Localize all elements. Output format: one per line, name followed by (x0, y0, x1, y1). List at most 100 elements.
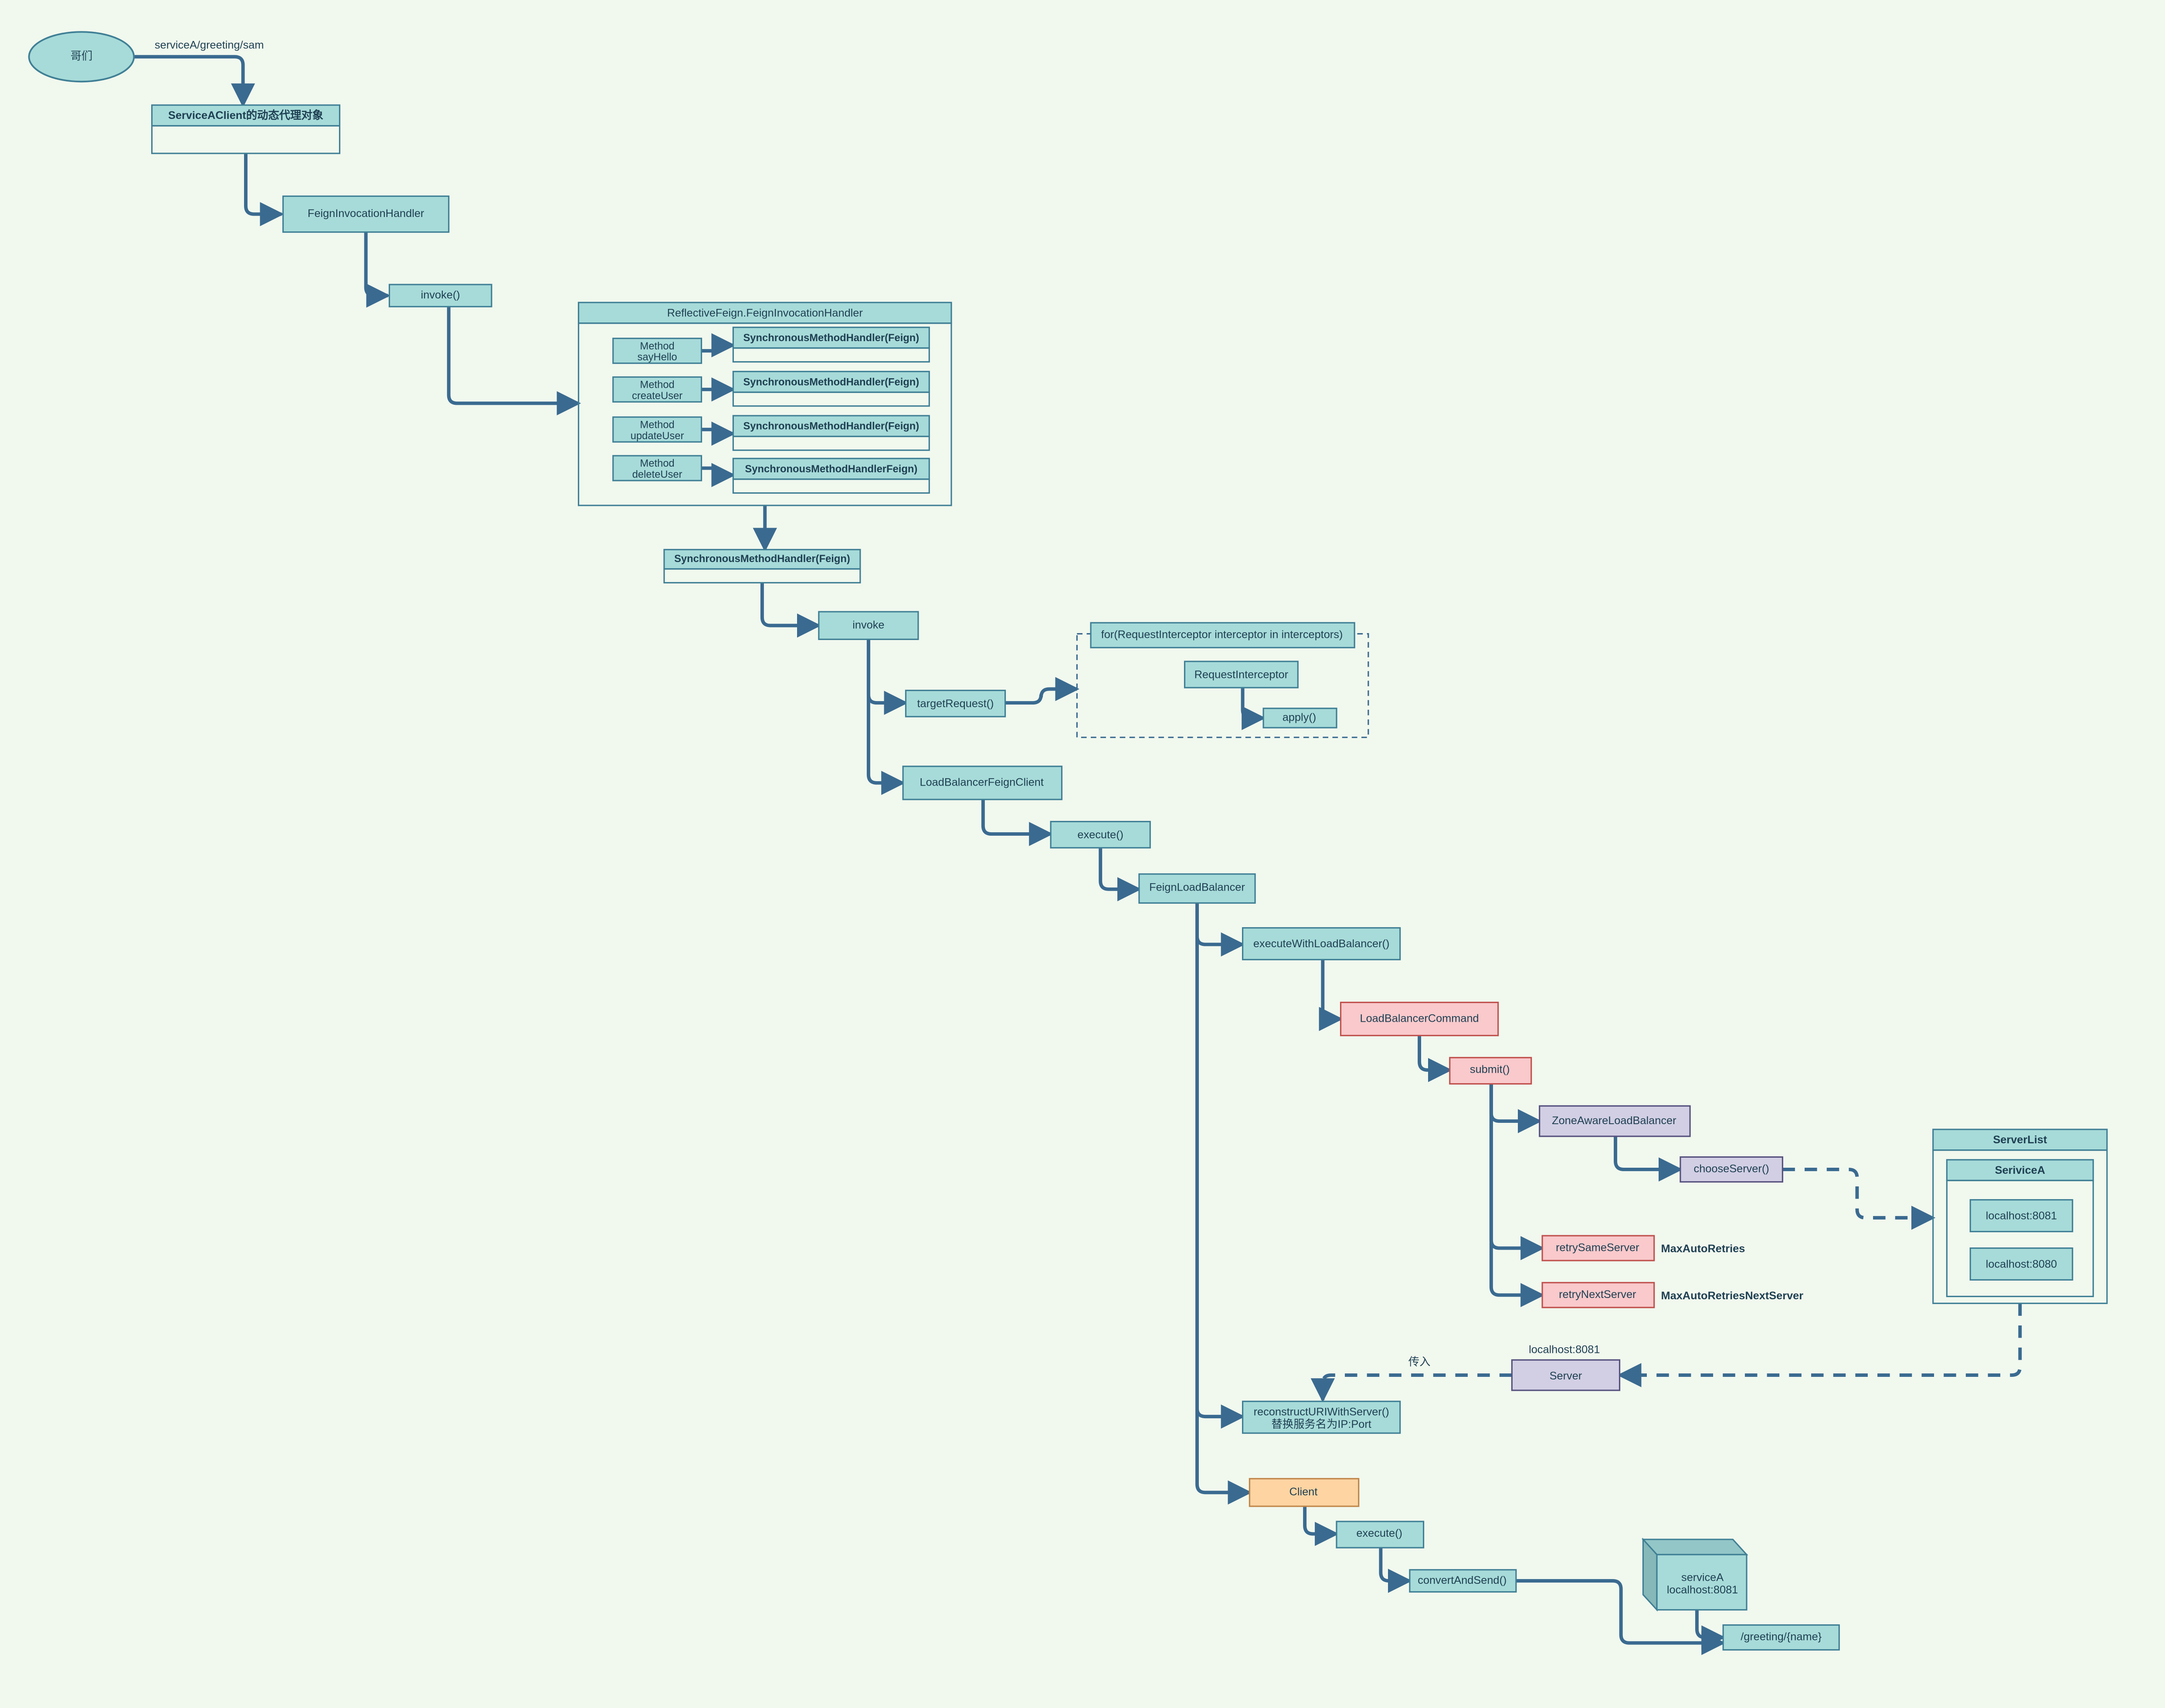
execute-label-1: execute() (1077, 829, 1123, 841)
actor-node[interactable]: 哥们 (28, 31, 135, 83)
service-node-top (1641, 1539, 1748, 1556)
method-box (612, 338, 702, 364)
endpoint-label: /greeting/{name} (1741, 1631, 1822, 1643)
interceptor-loop-header (1090, 622, 1355, 648)
zone-aware-lb-label: ZoneAwareLoadBalancer (1552, 1115, 1676, 1127)
retry-same-server-node[interactable]: retrySameServer (1541, 1235, 1655, 1261)
zone-aware-lb-node[interactable]: ZoneAwareLoadBalancer (1539, 1105, 1691, 1137)
lb-feign-client-node[interactable]: LoadBalancerFeignClient (902, 766, 1063, 800)
sync-handler-header (663, 549, 861, 570)
service-node[interactable]: serviceA localhost:8081 (1641, 1537, 1748, 1612)
service-group-body (1946, 1179, 2094, 1298)
host-box-1 (1969, 1199, 2073, 1233)
service-group-title: SeriviceA (1995, 1164, 2045, 1176)
lb-command-node[interactable]: LoadBalancerCommand (1340, 1002, 1499, 1037)
request-path-label: serviceA/greeting/sam (155, 39, 264, 51)
edge-method-deleteuser-to-handler (701, 463, 736, 487)
method-row-createuser[interactable]: Method createUser SynchronousMethodHandl… (612, 371, 930, 407)
edge-execute-to-feign-lb (1099, 847, 1142, 901)
invoke-method-box (388, 284, 492, 308)
edge-server-list-to-server (1617, 1303, 2022, 1387)
edge-invoke-to-reflective (447, 306, 581, 416)
host-box-2 (1969, 1247, 2073, 1281)
feign-load-balancer-label: FeignLoadBalancer (1149, 881, 1245, 893)
method-row-sayhello[interactable]: Method sayHello SynchronousMethodHandler… (612, 326, 930, 364)
method-keyword: Method (640, 458, 675, 469)
method-name: updateUser (631, 430, 684, 442)
proxy-object-node[interactable]: ServiceAClient的动态代理对象 (151, 104, 341, 154)
apply-box (1262, 708, 1337, 729)
sync-handler-node[interactable]: SynchronousMethodHandler(Feign) (663, 549, 861, 583)
client-label: Client (1289, 1486, 1318, 1498)
endpoint-node[interactable]: /greeting/{name} (1722, 1624, 1840, 1651)
execute-node-2[interactable]: execute() (1336, 1521, 1425, 1549)
retry-next-server-box (1541, 1282, 1655, 1308)
invoke-node[interactable]: invoke (818, 611, 919, 640)
method-name: deleteUser (632, 469, 682, 481)
feign-load-balancer-box (1138, 873, 1256, 904)
method-box (612, 416, 702, 443)
execute-with-lb-node[interactable]: executeWithLoadBalancer() (1242, 927, 1401, 960)
interceptor-loop-group[interactable]: for(RequestInterceptor interceptor in in… (1076, 622, 1369, 738)
handler-header (732, 415, 930, 437)
server-node[interactable]: Server (1511, 1359, 1621, 1391)
edge-invoke-to-target-request (866, 639, 908, 715)
edge-convert-to-endpoint (1516, 1579, 1726, 1655)
method-row-updateuser[interactable]: Method updateUser SynchronousMethodHandl… (612, 415, 930, 451)
choose-server-node[interactable]: chooseServer() (1680, 1156, 1783, 1183)
handler-body (732, 435, 930, 451)
zone-aware-lb-box (1539, 1105, 1691, 1137)
feign-load-balancer-node[interactable]: FeignLoadBalancer (1138, 873, 1256, 904)
invoke-method-node[interactable]: invoke() (388, 284, 492, 308)
edge-execute-to-convert-and-send (1379, 1548, 1412, 1593)
edge-feign-lb-to-execute-with-lb (1195, 903, 1245, 957)
choose-server-box (1680, 1156, 1783, 1183)
request-interceptor-box (1184, 661, 1299, 688)
method-row-deleteuser[interactable]: Method deleteUser SynchronousMethodHandl… (612, 455, 930, 494)
feign-invocation-handler-label: FeignInvocationHandler (308, 207, 424, 220)
lb-command-box (1340, 1002, 1499, 1037)
service-node-front (1656, 1554, 1748, 1611)
service-node-address: localhost:8081 (1667, 1584, 1738, 1596)
server-list-node[interactable]: ServerList SeriviceA localhost:8081 loca… (1932, 1128, 2108, 1304)
handler-label: SynchronousMethodHandler(Feign) (743, 420, 919, 432)
handler-body (732, 478, 930, 494)
feign-invocation-handler-node[interactable]: FeignInvocationHandler (282, 195, 450, 233)
edge-invoke-to-lb-feign-client (866, 639, 906, 795)
client-node[interactable]: Client (1249, 1478, 1360, 1507)
edge-service-node-to-endpoint (1695, 1610, 1726, 1650)
execute-label-2: execute() (1356, 1527, 1402, 1539)
convert-and-send-node[interactable]: convertAndSend() (1409, 1569, 1517, 1593)
feign-invocation-handler-box (282, 195, 450, 233)
interceptor-loop-title: for(RequestInterceptor interceptor in in… (1101, 629, 1343, 641)
actor-label: 哥们 (71, 50, 93, 62)
edge-method-sayhello-to-handler (701, 333, 736, 358)
proxy-body (151, 125, 341, 154)
server-box (1511, 1359, 1621, 1391)
sync-handler-body (663, 568, 861, 583)
submit-label: submit() (1470, 1064, 1510, 1076)
reconstruct-uri-node[interactable]: reconstructURIWithServer() 替换服务名为IP:Port (1242, 1400, 1401, 1434)
target-request-node[interactable]: targetRequest() (905, 689, 1006, 718)
client-box (1249, 1478, 1360, 1507)
invoke-method-label: invoke() (421, 289, 460, 301)
method-name: sayHello (638, 351, 677, 363)
edge-sync-handler-to-invoke (760, 583, 821, 638)
execute-with-lb-box (1242, 927, 1401, 960)
invoke-label: invoke (852, 619, 884, 631)
execute-with-lb-label: executeWithLoadBalancer() (1253, 938, 1390, 950)
endpoint-box (1722, 1624, 1840, 1651)
service-node-name: serviceA (1681, 1571, 1724, 1583)
execute-node-1[interactable]: execute() (1050, 820, 1151, 849)
submit-box (1449, 1057, 1532, 1085)
edge-client-to-execute (1303, 1506, 1339, 1546)
method-box (612, 455, 702, 481)
edge-server-to-reconstruct (1310, 1373, 1512, 1403)
retry-next-server-node[interactable]: retryNextServer (1541, 1282, 1655, 1308)
reconstruct-uri-box (1242, 1400, 1401, 1434)
host-label-1: localhost:8081 (1986, 1210, 2057, 1222)
handler-body (732, 391, 930, 407)
reflective-handler-container[interactable]: ReflectiveFeign.FeignInvocationHandler (577, 302, 952, 506)
submit-node[interactable]: submit() (1449, 1057, 1532, 1085)
